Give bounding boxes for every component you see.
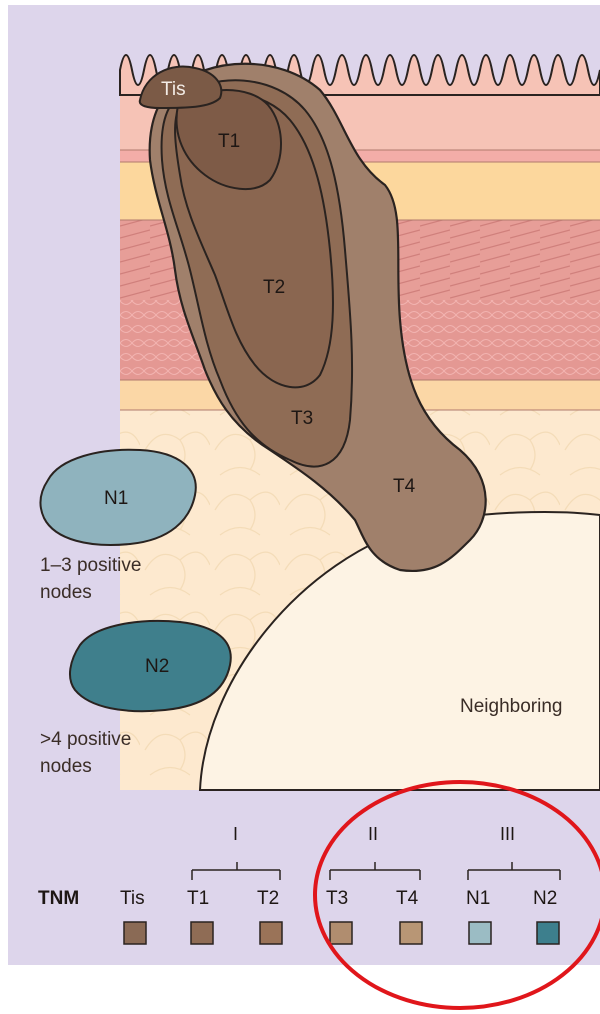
node-n1-caption: 1–3 positive: [40, 555, 141, 576]
node-n1-label: N1: [104, 488, 128, 509]
legend-label-n2: N2: [533, 888, 557, 909]
legend-swatch-t2: [260, 922, 282, 944]
legend-swatch-tis: [124, 922, 146, 944]
legend-label-n1: N1: [466, 888, 490, 909]
legend-label-t4: T4: [396, 888, 419, 909]
legend-label-t2: T2: [257, 888, 279, 909]
node-n2-caption: >4 positive: [40, 729, 131, 750]
stage-iii-label: III: [500, 824, 515, 844]
legend-swatch-n1: [469, 922, 491, 944]
label-tis: Tis: [161, 79, 186, 100]
legend-label-t3: T3: [326, 888, 348, 909]
legend-label-t1: T1: [187, 888, 209, 909]
legend-label-tis: Tis: [120, 888, 145, 909]
label-t1: T1: [218, 131, 240, 152]
tnm-row-label: TNM: [38, 888, 79, 909]
neighboring-label: Neighboring: [460, 696, 562, 717]
legend-swatch-n2: [537, 922, 559, 944]
node-n2-label: N2: [145, 656, 169, 677]
node-n2-caption-2: nodes: [40, 756, 92, 777]
stage-ii-label: II: [368, 824, 378, 844]
stage-i-label: I: [233, 824, 238, 844]
node-n1-caption-2: nodes: [40, 582, 92, 603]
label-t4: T4: [393, 476, 416, 497]
label-t2: T2: [263, 277, 285, 298]
legend-swatch-t3: [330, 922, 352, 944]
legend-swatch-t1: [191, 922, 213, 944]
label-t3: T3: [291, 408, 313, 429]
legend-swatch-t4: [400, 922, 422, 944]
